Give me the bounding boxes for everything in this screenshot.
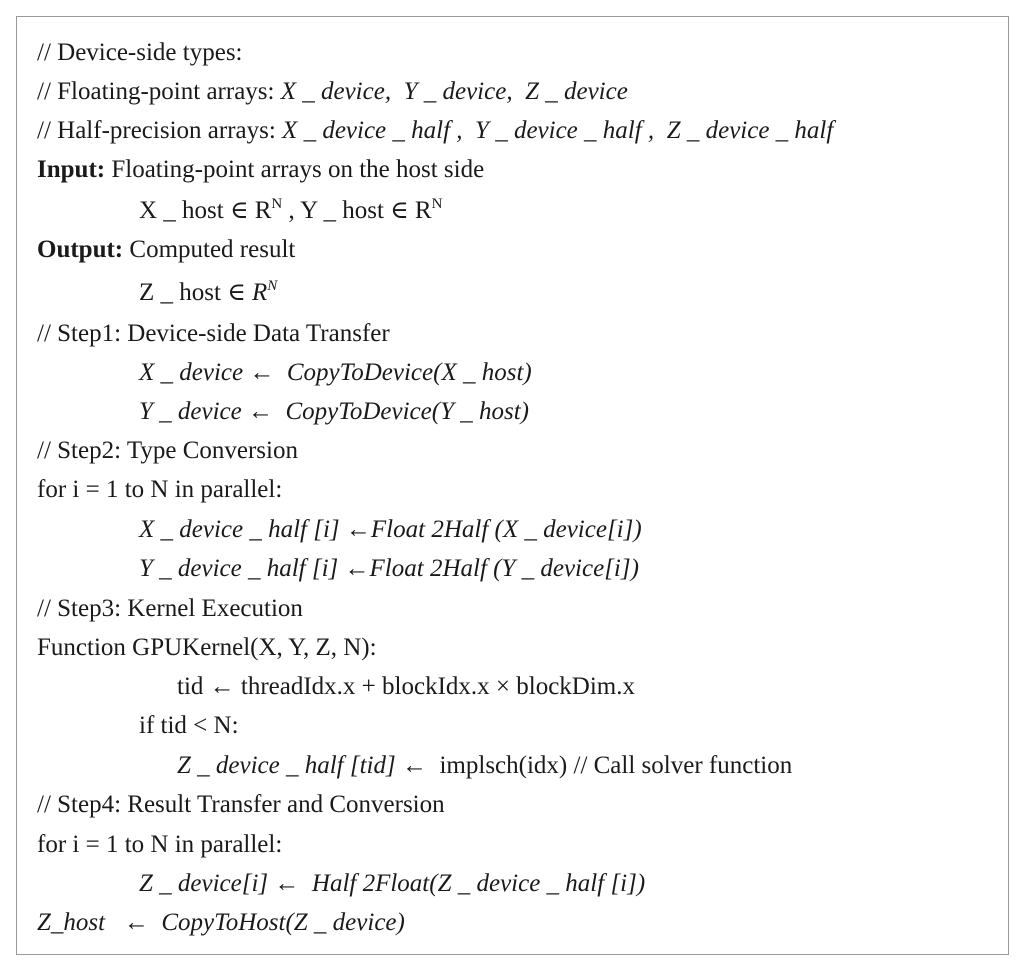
line-text: for i = 1 to N in parallel: [37, 476, 283, 503]
comment-float-arrays: // Floating-point arrays: X _ device, Y … [37, 72, 628, 111]
math-lhs: Z_host [37, 909, 106, 936]
line-text: // Step3: Kernel Execution [37, 595, 303, 622]
step2-loop: for i = 1 to N in parallel: [37, 470, 282, 509]
line-text: // Step4: Result Transfer and Conversion [37, 791, 445, 818]
kernel-tid: tid ← threadIdx.x + blockIdx.x × blockDi… [177, 667, 635, 706]
assign-arrow: ← [338, 555, 370, 582]
math-rhs: Half 2Float(Z _ device _ half [i]) [311, 870, 646, 897]
step4-copy-host: Z_host ← CopyToHost(Z _ device) [37, 903, 405, 942]
math-z-device-half: Z _ device _ half [666, 117, 834, 144]
algorithm-box: // Device-side types: // Floating-point … [16, 16, 1009, 955]
math-x-device-half: X _ device _ half , [282, 117, 463, 144]
math-lhs: Y _ device _ half [i] [139, 555, 339, 582]
math-lhs: X _ device [139, 359, 244, 386]
output-label: Output: [37, 236, 124, 263]
comment-half-arrays: // Half-precision arrays: X _ device _ h… [37, 111, 833, 150]
math-rhs: CopyToHost(Z _ device) [161, 909, 405, 936]
math-x-device: X _ device, [280, 78, 392, 105]
comment-device-types: // Device-side types: [37, 33, 243, 72]
math-y-device: Y _ device, [403, 78, 513, 105]
assign-arrow: ← [105, 909, 156, 936]
math-lhs: Z _ device _ half [tid] [177, 752, 396, 779]
line-text: // Half-precision arrays: [37, 117, 283, 144]
math-rhs: CopyToDevice(X _ host) [286, 359, 532, 386]
math-y-host: , Y _ host ∈ R [282, 197, 432, 224]
superscript: N [431, 196, 443, 212]
math-lhs: Y _ device [139, 398, 242, 425]
step1-copy-x: X _ device ← CopyToDevice(X _ host) [139, 353, 532, 392]
math-x-host: X _ host ∈ R [139, 197, 272, 224]
comment-step4: // Step4: Result Transfer and Conversion [37, 785, 445, 824]
kernel-call: Z _ device _ half [tid] ← implsch(idx) /… [177, 746, 792, 785]
kernel-if: if tid < N: [139, 706, 239, 745]
line-text: // Floating-point arrays: [37, 78, 281, 105]
step4-convert: Z _ device[i] ← Half 2Float(Z _ device _… [139, 864, 645, 903]
comment-step2: // Step2: Type Conversion [37, 431, 298, 470]
line-text: if tid < N: [139, 712, 239, 739]
math-real-set: R [251, 279, 268, 306]
superscript: N [271, 196, 283, 212]
line-text: for i = 1 to N in parallel: [37, 831, 283, 858]
math-rhs: implsch(idx) // Call solver function [439, 752, 793, 779]
comment-step1: // Step1: Device-side Data Transfer [37, 314, 390, 353]
input-label: Input: [37, 156, 106, 183]
math-y-device-half: Y _ device _ half , [475, 117, 655, 144]
assign-arrow: ← [395, 752, 434, 779]
comment-step3: // Step3: Kernel Execution [37, 589, 303, 628]
math-z-device: Z _ device [525, 78, 628, 105]
output-spec: Z _ host ∈ RN [139, 273, 277, 312]
step2-convert-y: Y _ device _ half [i] ←Float 2Half (Y _ … [139, 549, 639, 588]
line-text: // Device-side types: [37, 39, 243, 66]
assign-arrow: ← [241, 398, 280, 425]
assign-arrow: ← [339, 516, 371, 543]
output-text: Computed result [123, 236, 296, 263]
step2-convert-x: X _ device _ half [i] ←Float 2Half (X _ … [139, 510, 642, 549]
line-text: Function GPUKernel(X, Y, Z, N): [37, 634, 377, 661]
step4-loop: for i = 1 to N in parallel: [37, 825, 282, 864]
math-rhs: CopyToDevice(Y _ host) [285, 398, 529, 425]
input-line: Input: Floating-point arrays on the host… [37, 150, 484, 189]
line-text: // Step1: Device-side Data Transfer [37, 320, 390, 347]
math-rhs: Float 2Half (Y _ device[i]) [369, 555, 639, 582]
math-lhs: Z _ device[i] [139, 870, 269, 897]
assign-arrow: ← [243, 359, 281, 386]
input-spec: X _ host ∈ RN , Y _ host ∈ RN [139, 191, 442, 230]
line-text: tid ← threadIdx.x + blockIdx.x × blockDi… [177, 673, 635, 700]
superscript: N [267, 278, 278, 294]
step1-copy-y: Y _ device ← CopyToDevice(Y _ host) [139, 392, 529, 431]
input-text: Floating-point arrays on the host side [105, 156, 485, 183]
math-rhs: Float 2Half (X _ device[i]) [370, 516, 642, 543]
line-text: // Step2: Type Conversion [37, 437, 298, 464]
output-line: Output: Computed result [37, 230, 295, 269]
math-lhs: X _ device _ half [i] [139, 516, 340, 543]
math-z-host: Z _ host ∈ [139, 279, 252, 306]
assign-arrow: ← [268, 870, 306, 897]
function-header: Function GPUKernel(X, Y, Z, N): [37, 628, 377, 667]
